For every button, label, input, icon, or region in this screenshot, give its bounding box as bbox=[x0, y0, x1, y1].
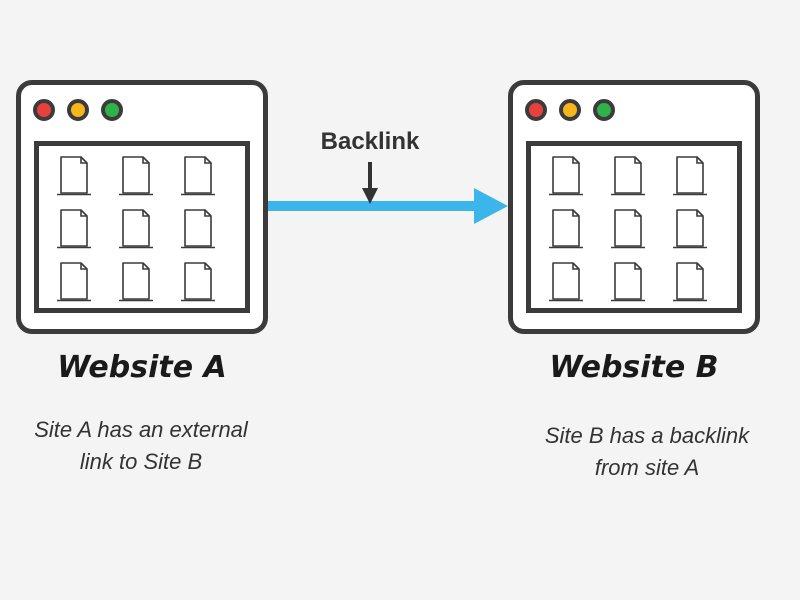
document-grid bbox=[547, 155, 707, 303]
document-icon bbox=[671, 261, 707, 303]
document-icon bbox=[609, 208, 645, 250]
website-a-title: Website A bbox=[57, 350, 227, 385]
document-icon bbox=[117, 155, 153, 197]
document-icon bbox=[609, 261, 645, 303]
document-icon bbox=[609, 155, 645, 197]
document-icon bbox=[55, 261, 91, 303]
minimize-dot-icon bbox=[67, 99, 89, 121]
document-icon bbox=[179, 208, 215, 250]
close-dot-icon bbox=[33, 99, 55, 121]
website-b-title: Website B bbox=[549, 350, 719, 385]
maximize-dot-icon bbox=[101, 99, 123, 121]
document-icon bbox=[547, 261, 583, 303]
document-icon bbox=[179, 155, 215, 197]
down-arrow-icon bbox=[362, 162, 378, 204]
document-icon bbox=[117, 261, 153, 303]
document-icon bbox=[55, 155, 91, 197]
backlink-label: Backlink bbox=[320, 128, 420, 155]
minimize-dot-icon bbox=[559, 99, 581, 121]
website-a-description: Site A has an external link to Site B bbox=[0, 414, 282, 478]
document-icon bbox=[179, 261, 215, 303]
description-line: from site A bbox=[594, 455, 700, 480]
document-icon bbox=[547, 208, 583, 250]
page-content-panel bbox=[34, 141, 250, 313]
website-a-window bbox=[16, 80, 268, 334]
page-content-panel bbox=[526, 141, 742, 313]
website-b-description: Site B has a backlink from site A bbox=[515, 420, 779, 484]
right-arrow-icon bbox=[268, 188, 508, 224]
maximize-dot-icon bbox=[593, 99, 615, 121]
document-icon bbox=[55, 208, 91, 250]
description-line: link to Site B bbox=[79, 449, 203, 474]
close-dot-icon bbox=[525, 99, 547, 121]
description-line: Site B has a backlink bbox=[544, 423, 750, 448]
description-line: Site A has an external bbox=[34, 417, 248, 442]
document-grid bbox=[55, 155, 215, 303]
document-icon bbox=[671, 208, 707, 250]
website-b-window bbox=[508, 80, 760, 334]
document-icon bbox=[547, 155, 583, 197]
document-icon bbox=[117, 208, 153, 250]
window-controls bbox=[33, 99, 123, 121]
document-icon bbox=[671, 155, 707, 197]
window-controls bbox=[525, 99, 615, 121]
